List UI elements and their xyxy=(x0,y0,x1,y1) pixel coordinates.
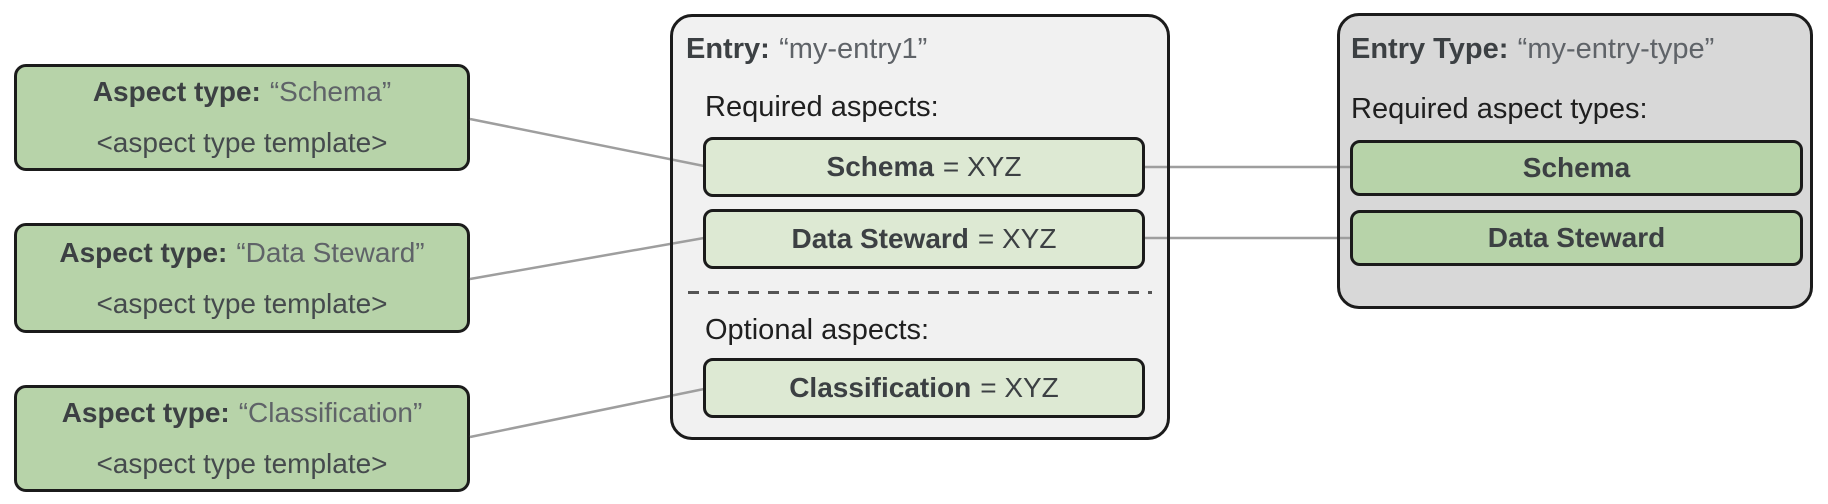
dashed-divider xyxy=(688,291,1152,294)
aspect-type-title: Aspect type: “Schema” xyxy=(93,78,391,106)
aspect-type-title: Aspect type: “Classification” xyxy=(62,399,423,427)
required-aspects-label: Required aspects: xyxy=(705,91,939,123)
aspect-value: = XYZ xyxy=(942,151,1022,182)
entry-name: “my-entry1” xyxy=(779,33,928,65)
required-aspect-data-steward: Data Steward = XYZ xyxy=(703,209,1145,269)
aspect-type-label: Aspect type: xyxy=(92,76,261,107)
connector-classification-to-entry xyxy=(469,387,705,439)
entry-panel: Entry: “my-entry1” Required aspects: Sche… xyxy=(670,14,1170,440)
required-aspect-schema: Schema = XYZ xyxy=(703,137,1145,197)
aspect-value: = XYZ xyxy=(980,372,1059,403)
connector-data-steward-to-entry xyxy=(469,236,705,281)
aspect-type-label: Aspect type: xyxy=(59,236,228,268)
entry-type-label: Entry Type: xyxy=(1351,33,1509,65)
aspect-name: Data Steward xyxy=(791,223,969,254)
aspect-type-chip-label: Schema xyxy=(1522,152,1631,183)
aspect-type-template: <aspect type template> xyxy=(96,448,388,479)
entry-type-title: Entry Type:“my-entry-type” xyxy=(1351,35,1714,64)
aspect-type-box-schema: Aspect type: “Schema” <aspect type templa… xyxy=(14,64,470,171)
aspect-type-name: “Data Steward” xyxy=(236,236,425,268)
aspect-type-name: “Classification” xyxy=(238,397,423,428)
connector-schema-to-entry xyxy=(469,117,705,168)
required-aspect-type-schema: Schema xyxy=(1350,140,1803,196)
aspect-name: Classification xyxy=(789,372,972,403)
aspect-type-template: <aspect type template> xyxy=(96,127,388,158)
entry-title: Entry: “my-entry1” xyxy=(686,35,927,64)
required-aspect-type-data-steward: Data Steward xyxy=(1350,210,1803,266)
aspect-type-box-classification: Aspect type: “Classification” <aspect typ… xyxy=(14,385,470,492)
required-aspect-types-label: Required aspect types: xyxy=(1351,93,1648,125)
aspect-type-title: Aspect type:“Data Steward” xyxy=(59,236,425,268)
aspect-type-name: “Schema” xyxy=(269,76,392,107)
entry-label: Entry: xyxy=(686,33,770,65)
aspect-value: = XYZ xyxy=(977,223,1057,254)
aspect-type-chip-label: Data Steward xyxy=(1487,222,1666,253)
entry-type-name: “my-entry-type” xyxy=(1517,33,1715,65)
aspect-type-label: Aspect type: xyxy=(61,397,230,428)
aspect-name: Schema xyxy=(826,151,934,182)
optional-aspects-label: Optional aspects: xyxy=(705,314,930,346)
optional-aspect-classification: Classification = XYZ xyxy=(703,358,1145,418)
aspect-type-template: <aspect type template> xyxy=(96,287,388,319)
aspect-type-box-data-steward: Aspect type:“Data Steward” <aspect type … xyxy=(14,223,470,333)
entry-type-panel: Entry Type:“my-entry-type” Required aspe… xyxy=(1337,13,1813,309)
